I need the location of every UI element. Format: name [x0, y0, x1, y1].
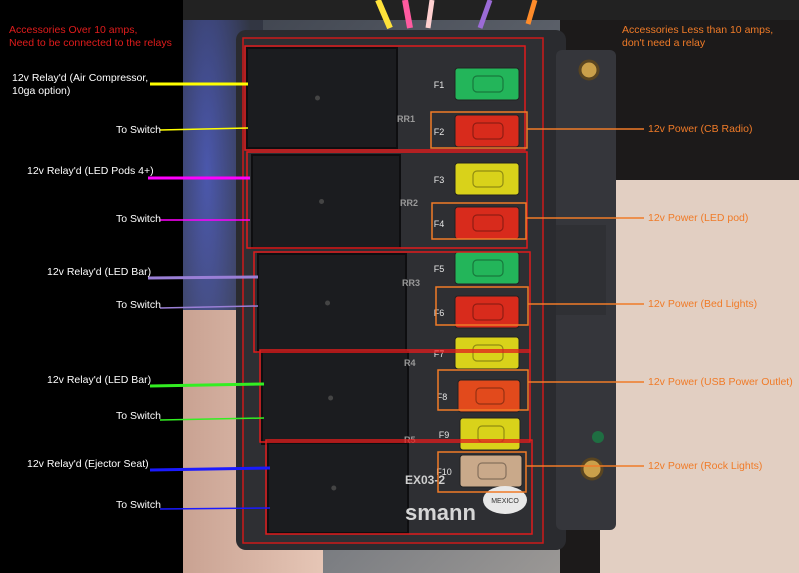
fuse-callout-box-1 — [430, 111, 528, 149]
fuse-f4-label: F4 — [434, 219, 445, 229]
relay-outline-4 — [259, 349, 531, 443]
relay-outline-5 — [265, 439, 533, 535]
relay-1 — [246, 47, 398, 149]
fuse-callout-box-4 — [437, 369, 529, 411]
fuse-f4 — [454, 206, 520, 240]
fuse-callout-box-5 — [437, 451, 527, 493]
fuse-f9-label: F9 — [439, 430, 450, 440]
header-left-line1: Accessories Over 10 amps, — [9, 24, 138, 36]
fuse-f10-element — [477, 462, 507, 480]
relay-2-pin — [319, 199, 325, 204]
wire-switch3 — [159, 305, 259, 309]
label-relay1-line1: 12v Relay'd (Air Compressor, — [12, 72, 149, 84]
fuse-f7-element — [472, 344, 504, 362]
label-switch4: To Switch — [116, 410, 161, 422]
relay-4-tag: R4 — [404, 358, 416, 368]
relay-1-pin — [315, 95, 320, 101]
relay-outline-1 — [244, 45, 526, 151]
header-right: Accessories Less than 10 amps, don't nee… — [622, 24, 773, 50]
label-relay3: 12v Relay'd (LED Bar) — [47, 266, 152, 278]
label-f2-power: 12v Power (CB Radio) — [648, 123, 753, 135]
label-relay1-line2: 10ga option) — [12, 85, 71, 97]
fuse-f5-element — [472, 259, 504, 277]
relay-3-tag: RR3 — [402, 278, 420, 288]
mexico-sticker — [483, 486, 527, 514]
relay-outline-3 — [253, 251, 531, 353]
wire-switch1 — [159, 127, 249, 131]
fuse-f10-label: F10 — [436, 467, 452, 477]
relay-5 — [267, 442, 409, 534]
relay-outline-2 — [246, 151, 528, 249]
fuse-f5-label: F5 — [434, 264, 445, 274]
label-f8-power: 12v Power (USB Power Outlet) — [648, 376, 793, 388]
fuse-f8 — [457, 379, 521, 413]
fuse-f2-element — [472, 122, 504, 140]
box-model-text: EX03-2 — [405, 473, 445, 487]
label-switch3: To Switch — [116, 299, 161, 311]
wire-relay3 — [147, 275, 259, 280]
relay-4 — [261, 351, 409, 445]
fuse-f1-label: F1 — [434, 80, 445, 90]
fuse-f1 — [454, 67, 520, 101]
relay-3-pin — [325, 300, 331, 306]
fuse-f5 — [454, 251, 520, 285]
wire-switch5 — [159, 507, 271, 510]
relay-2-tag: RR2 — [400, 198, 418, 208]
label-relay4: 12v Relay'd (LED Bar) — [47, 374, 152, 386]
label-f4-power: 12v Power (LED pod) — [648, 212, 749, 224]
fuse-f2 — [454, 114, 520, 148]
label-relay1: 12v Relay'd (Air Compressor, 10ga option… — [12, 72, 148, 98]
label-f6-power: 12v Power (Bed Lights) — [648, 298, 758, 310]
fuse-f9 — [459, 417, 521, 451]
fuse-f6-element — [472, 303, 504, 321]
fuse-f1-element — [472, 75, 504, 93]
header-left: Accessories Over 10 amps, Need to be con… — [9, 24, 172, 50]
fuse-f4-element — [472, 214, 504, 232]
box-brand-text: smann — [405, 500, 476, 525]
fuse-f2-label: F2 — [434, 127, 445, 137]
fuse-f8-element — [475, 387, 505, 405]
relay-5-pin — [331, 485, 337, 491]
fuse-callout-box-2 — [431, 202, 527, 240]
fuse-f7-label: F7 — [434, 349, 445, 359]
label-switch5: To Switch — [116, 499, 161, 511]
mexico-sticker-text: MEXICO — [491, 498, 519, 505]
header-right-line1: Accessories Less than 10 amps, — [622, 24, 774, 36]
label-relay2: 12v Relay'd (LED Pods 4+) — [27, 165, 154, 177]
header-left-line2: Need to be connected to the relays — [9, 37, 172, 49]
fuse-callout-box-3 — [435, 286, 529, 326]
relay-1-tag: RR1 — [397, 114, 415, 124]
wire-relay4 — [149, 382, 265, 388]
mount-nut-top — [578, 59, 600, 81]
header-right-line2: don't need a relay — [622, 37, 706, 49]
wire-relay5 — [149, 466, 271, 472]
relay-3 — [257, 253, 407, 353]
mount-nut-bottom — [580, 457, 604, 481]
wire-switch4 — [159, 417, 265, 421]
fuse-f3 — [454, 162, 520, 196]
label-switch1: To Switch — [116, 124, 161, 136]
relay-4-pin — [328, 395, 334, 401]
label-switch2: To Switch — [116, 213, 161, 225]
fuse-f7 — [454, 336, 520, 370]
fuse-f8-label: F8 — [437, 392, 448, 402]
fuse-f3-label: F3 — [434, 175, 445, 185]
fuse-f3-element — [472, 170, 504, 188]
label-f10-power: 12v Power (Rock Lights) — [648, 460, 763, 472]
relay-2 — [251, 154, 401, 249]
fuse-f10 — [459, 454, 523, 488]
fuse-f6-label: F6 — [434, 308, 445, 318]
label-relay5: 12v Relay'd (Ejector Seat) — [27, 458, 149, 470]
fuse-f6 — [454, 295, 520, 329]
